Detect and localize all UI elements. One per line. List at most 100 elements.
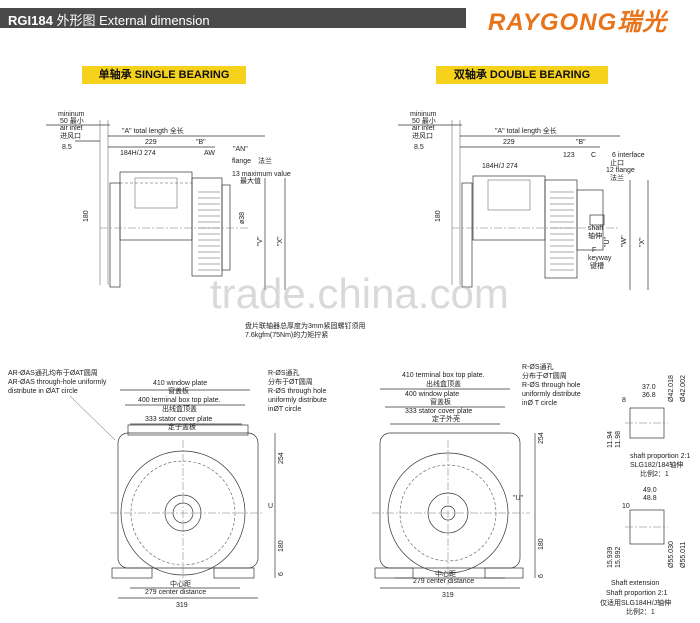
s-note-1: 盘片联轴器总厚度为3mm紧固螺钉须用 [245,321,366,330]
fr-note-r-cn2: 分布于ØT圆周 [522,371,567,380]
watermark: trade.china.com [210,270,509,317]
fr-stator-cover: 333 stator cover plate [405,408,472,415]
sd-d368: 36.8 [642,392,656,399]
fl-window-plate: 410 window plate [153,380,207,387]
header-bar: RGI184 外形图 External dimension [0,8,466,28]
fl-dim-319: 319 [176,602,188,609]
fl-dim-6: 6 [278,572,285,576]
d-shaft: shaft [588,225,603,232]
fl-note-r-2: uniformly distribute [268,397,327,404]
double-bearing-label: 双轴承 DOUBLE BEARING [436,66,608,84]
sd-phi55011: Ø55.011 [680,542,687,568]
s-dim-dia: ø38 [239,212,246,224]
front-view-left: AR-ØAS通孔均布于ØAT圆周 AR-ØAS through-hole uni… [8,368,327,609]
d-total-length: "A" total length 全长 [495,126,557,135]
fl-stator-cover: 333 stator cover plate [145,416,212,423]
fl-terminal-box: 400 terminal box top plate. [138,397,221,404]
single-bearing-side-view: mininum 50 最小 air inlet 进风口 8.5 "A" tota… [46,111,366,339]
d-flange: 12 flange [606,167,635,174]
sd-d1194: 11.94 [607,431,614,448]
s-max-value-cn: 最大值 [240,176,261,185]
d-dim-F: F [592,247,596,254]
d-shaft-cn: 轴伸 [588,231,602,240]
fl-center: 279 center distance [145,589,206,596]
sd-d10: 10 [622,503,630,510]
fr-note-r-cn1: R-ØS通孔 [522,362,554,371]
fl-note-ar-cn: AR-ØAS通孔均布于ØAT圆周 [8,368,98,377]
sd-ext-prop: Shaft proportion 2:1 [606,590,668,597]
s-dim-AN: "AN" [233,146,248,153]
d-keyway: keyway [588,255,612,262]
s-dim-85: 8.5 [62,144,72,151]
s-dim-B: "B" [196,139,206,146]
d-dim-229: 229 [503,139,515,146]
sd-phi55030: Ø55.030 [668,541,675,568]
d-flange-cn: 法兰 [610,173,624,182]
d-interface-cn: 止口 [610,158,624,167]
s-dim-V: "V" [257,236,264,246]
fr-dim-254: 254 [538,432,545,444]
front-view-right: 410 terminal box top plate. 出线盒顶盖 400 wi… [372,362,581,599]
s-flange: flange [232,158,251,165]
fr-terminal-box: 410 terminal box top plate. [402,372,485,379]
s-min-label: mininum [58,111,85,118]
fl-dim-U: U [268,503,273,510]
s-dim-AW: AW [204,150,215,157]
sd-slg: SLG182/184轴伸 [630,460,683,469]
d-dim-U: "U" [604,236,611,247]
d-dim-B: "B" [576,139,586,146]
sd-ext: Shaft extension [611,580,659,587]
fl-note-r-3: inØT circle [268,406,301,413]
d-keyway-cn: 键槽 [590,261,604,270]
d-dim-C: C [591,152,596,159]
single-bearing-label: 单轴承 SINGLE BEARING [82,66,246,84]
d-dim-123: 123 [563,152,575,159]
d-dim-X: "X" [639,237,646,247]
fr-note-r-3: inØ T circle [522,400,557,407]
sd-d15992: 15.992 [615,546,622,568]
d-air-inlet: air inlet [412,125,435,132]
fr-note-r-1: R-ØS through hole [522,382,580,389]
fr-dim-6: 6 [538,574,545,578]
s-max-value: 13 maximum value [232,171,291,178]
sd-ext-cn: 仅适用SLG184H/J轴伸 [600,598,671,607]
s-total-length: "A" total length 全长 [122,126,184,135]
s-note-2: 7.6kgfm(75Nm)的力矩拧紧 [245,330,328,339]
brand-logo: RAYGONG瑞光 [488,2,667,37]
d-dim-85: 8.5 [414,144,424,151]
d-air-inlet-cn: 进风口 [412,132,433,140]
fr-terminal-box-cn: 出线盒顶盖 [426,379,461,388]
fr-dim-319: 319 [442,592,454,599]
fr-window-plate: 400 window plate [405,391,459,398]
sd-phi42002: Ø42.002 [680,375,687,402]
sd-d1198: 11.98 [615,431,622,448]
d-interface: 6 interface [612,152,645,159]
fr-stator-cover-cn: 定子外壳 [432,414,460,423]
brand-cn: 瑞光 [617,9,668,36]
fl-note-ar-1: AR-ØAS through-hole uniformly [8,379,107,386]
sd-proportion: shaft proportion 2:1 [630,453,690,460]
fl-note-r-1: R-ØS through hole [268,388,326,395]
s-flange-cn: 法兰 [258,156,272,165]
s-air-inlet-cn: 进风口 [60,132,81,140]
fl-note-r-cn2: 分布于ØT圆周 [268,377,313,386]
title-en: External dimension [99,13,210,28]
fl-stator-cover-cn: 定子盖板 [168,422,196,431]
sd-ext-ratio: 比例2：1 [626,607,655,616]
title-cn: 外形图 [56,13,96,28]
s-frame: 184H/J 274 [120,150,156,157]
fl-note-r-cn1: R-ØS通孔 [268,368,300,377]
fr-center: 279 center distance [413,578,474,585]
sd-ratio: 比例2：1 [640,469,669,478]
s-dim-180: 180 [83,210,90,222]
s-dim-X: "X" [277,236,284,246]
page-title: RGI184 外形图 External dimension [8,10,210,29]
sd-d15939: 15.939 [607,546,614,568]
fr-center-cn: 中心距 [435,569,456,578]
d-dim-W: "W" [621,235,628,247]
fl-terminal-box-cn: 出线盒顶盖 [162,404,197,413]
fl-window-plate-cn: 窗盖板 [168,386,189,395]
d-min50: 50 最小 [412,116,436,125]
sd-d488: 48.8 [643,495,657,502]
d-min-label: mininum [410,111,437,118]
